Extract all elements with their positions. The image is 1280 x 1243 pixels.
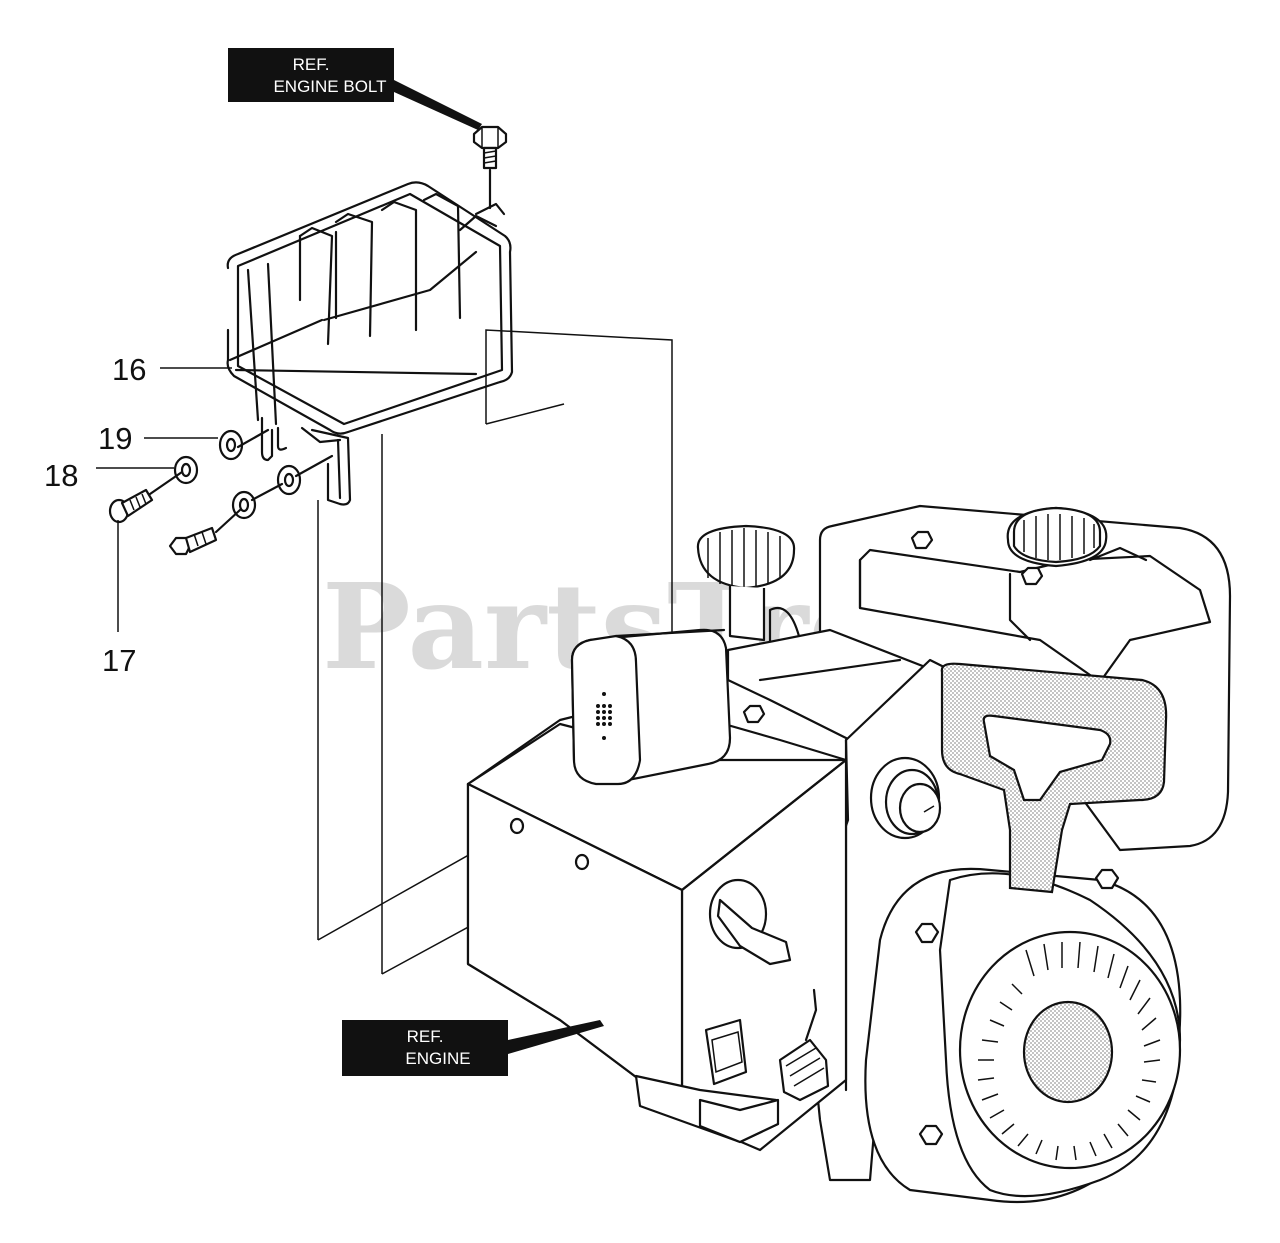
ref-engine-bolt-pointer xyxy=(394,80,482,130)
ref-engine-box xyxy=(342,1020,508,1076)
fuel-cap-icon xyxy=(1006,506,1148,568)
ref-engine-pointer xyxy=(508,1020,604,1054)
callout-19: 19 xyxy=(98,421,132,456)
screw-17 xyxy=(108,470,184,524)
breather-cap-icon xyxy=(869,756,942,840)
washer-19 xyxy=(218,429,244,461)
callout-16: 16 xyxy=(112,352,146,387)
screw xyxy=(168,428,334,556)
callout-18: 18 xyxy=(44,458,78,493)
washer-18 xyxy=(173,455,199,485)
recoil-starter xyxy=(864,867,1182,1204)
ref-engine-line2: ENGINE xyxy=(405,1049,470,1068)
callout-17: 17 xyxy=(102,643,136,678)
air-filter-cover xyxy=(570,628,732,786)
callouts: 16 19 18 17 xyxy=(44,352,146,678)
ref-engine-bolt-line1: REF. xyxy=(293,55,330,74)
engine xyxy=(466,504,1232,1204)
oil-cap-icon xyxy=(696,524,803,676)
recoil-hub xyxy=(1022,1000,1114,1104)
vent-grid-icon xyxy=(596,692,612,740)
ref-engine-bolt-box xyxy=(228,48,394,102)
engine-bolt xyxy=(472,125,508,210)
engine-base xyxy=(634,988,830,1144)
ref-engine-bolt-line2: ENGINE BOLT xyxy=(273,77,386,96)
wire-basket xyxy=(226,181,514,506)
callout-leaders xyxy=(96,367,232,632)
muffler-box xyxy=(466,698,848,1152)
starter-bolts xyxy=(914,868,1120,1146)
recoil-fins xyxy=(977,941,1161,1161)
ref-engine-label: REF. ENGINE xyxy=(342,1020,604,1076)
ref-engine-bolt-label: REF. ENGINE BOLT xyxy=(228,48,482,130)
choke-knob-icon xyxy=(708,878,792,966)
starter-handle xyxy=(940,662,1168,894)
ref-engine-line1: REF. xyxy=(407,1027,444,1046)
